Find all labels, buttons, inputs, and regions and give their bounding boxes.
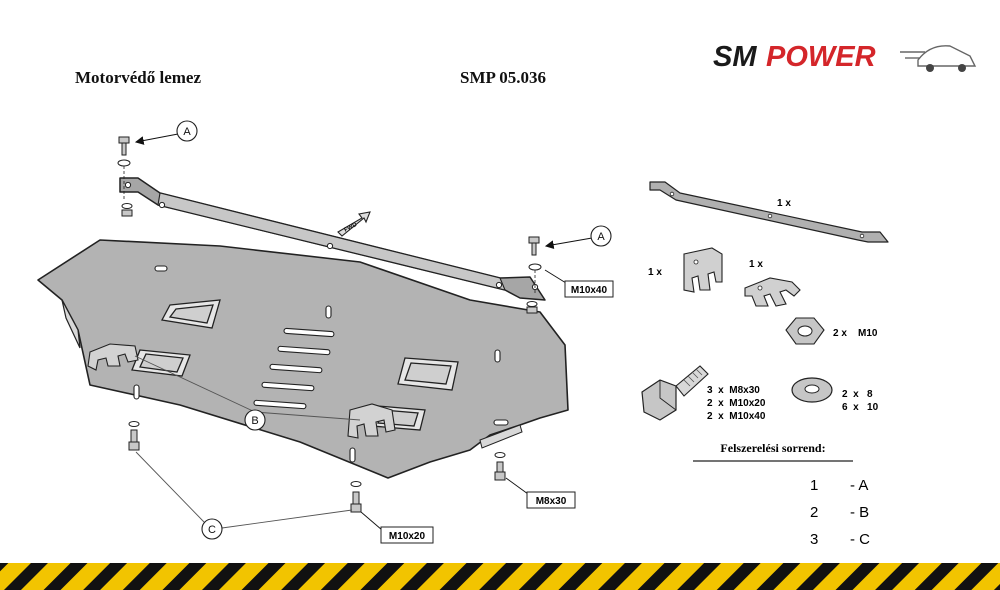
bolt-c-middle [350,481,362,513]
bolt-icon [641,365,709,421]
step-2-letter: - B [850,504,869,521]
skid-plate-front-lip [61,299,81,349]
nut-qty: 2 x [833,328,847,339]
step-3-number: 3 [810,531,818,548]
logo-text-sm: SM [713,41,757,73]
plate-bracket-left [87,343,139,371]
hazard-stripe [0,563,1000,590]
step-3-letter: - C [850,531,870,548]
page-title: Motorvédő lemez [75,68,201,87]
bolt-qty-1: 3 x M8x30 [707,385,760,396]
bolt-a-right [526,236,542,314]
plate-vent [131,349,191,377]
bolt-qty-3: 2 x M10x40 [707,411,766,422]
callout-a-top: A [134,120,198,145]
smpower-logo: SM POWER [713,41,977,73]
plate-vent [397,357,459,391]
washer-qty-2: 6 x 10 [842,402,879,413]
callout-a-label: A [597,231,605,243]
part-bracket-1: 1 x [648,247,723,293]
part-crossbar: 1 x [649,181,889,243]
crossbar-qty: 1 x [777,198,791,209]
plate-slots [133,265,509,463]
bolt-qty-2: 2 x M10x20 [707,398,766,409]
step-1-letter: - A [850,477,868,494]
svg-text:M10x20: M10x20 [389,531,426,542]
skid-plate [37,239,569,479]
nut-size: M10 [858,328,878,339]
bolt-c-left [128,421,140,451]
fwd-arrow-icon: FWD [337,211,371,237]
label-m8x30: M8x30 [505,477,576,509]
label-m10x20: M10x20 [360,511,434,544]
bracket2-qty: 1 x [749,259,763,270]
part-code: SMP 05.036 [460,68,546,87]
cross-bar [119,177,546,301]
install-sequence: Felszerelési sorrend: 1 - A 2 - B 3 - C [693,441,870,548]
step-1-number: 1 [810,477,818,494]
washer-icon [791,377,833,403]
svg-text:M8x30: M8x30 [536,496,567,507]
skid-plate-side-flange [479,424,523,449]
skid-plate-body [37,239,569,479]
bolt-a-left [117,136,133,217]
label-m10x40: M10x40 [544,269,614,298]
plate-vent [160,299,221,329]
callout-a-label: A [183,126,191,138]
plate-bracket-right [347,403,396,439]
callout-c: C [135,451,353,540]
step-2-number: 2 [810,504,818,521]
svg-text:M10x40: M10x40 [571,285,608,296]
washer-qty-1: 2 x 8 [842,389,873,400]
nut-icon [785,317,825,345]
bolt-m8-right [494,452,506,481]
callout-b: B [134,355,361,431]
bracket1-qty: 1 x [648,267,662,278]
car-silhouette-icon [900,45,977,72]
logo-text-power: POWER [766,41,876,73]
part-bracket-2: 1 x [744,259,801,307]
callout-c-label: C [208,524,216,536]
sequence-title: Felszerelési sorrend: [720,441,825,455]
callout-b-label: B [251,415,258,427]
callout-a-right: A [544,225,612,250]
